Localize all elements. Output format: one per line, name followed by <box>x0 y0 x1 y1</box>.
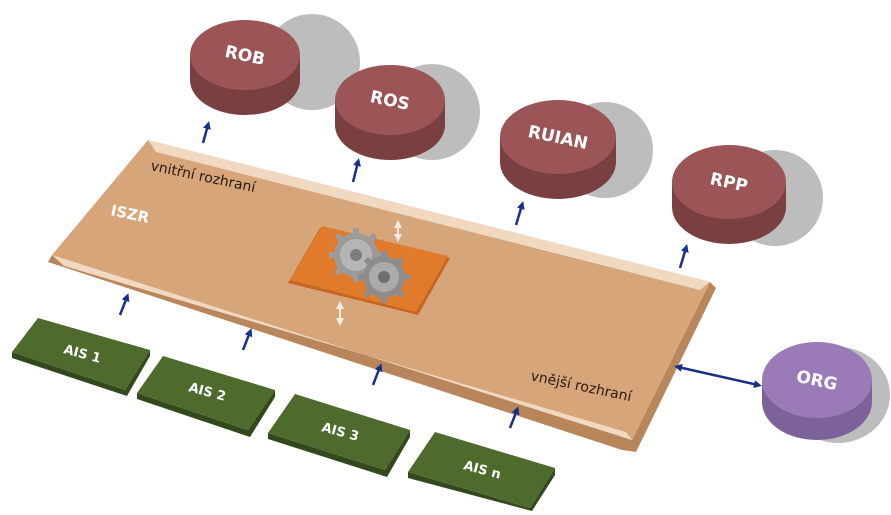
arrow-org-link <box>674 363 762 389</box>
arrow-from-ais-n <box>508 406 520 429</box>
iszr-core <box>288 220 450 326</box>
ais-block-3: AIS 3 <box>268 394 410 477</box>
ais-block-1: AIS 1 <box>12 318 150 396</box>
ais-arrows <box>118 293 520 429</box>
registry-arrows <box>201 121 762 389</box>
arrow-from-ais-3 <box>371 363 383 386</box>
arrow-to-rob <box>201 121 211 144</box>
registry-rpp: RPP <box>672 145 786 244</box>
ais-block-n: AIS n <box>408 432 555 511</box>
gear-icon <box>358 251 410 303</box>
external-org: ORG <box>762 342 890 443</box>
registry-ros: ROS <box>335 65 445 160</box>
registry-ruian: RUIAN <box>500 100 616 199</box>
ais-block-2: AIS 2 <box>137 356 275 437</box>
arrow-from-ais-1 <box>118 293 130 316</box>
arrow-to-rpp <box>678 244 689 269</box>
arrow-to-ros <box>351 158 361 183</box>
registry-rob: ROB <box>190 20 300 115</box>
arrow-to-ruian <box>514 201 525 226</box>
arrow-from-ais-2 <box>241 328 253 351</box>
iszr-plate: ISZR vnitřní rozhraní vnější rozhraní <box>48 140 716 452</box>
